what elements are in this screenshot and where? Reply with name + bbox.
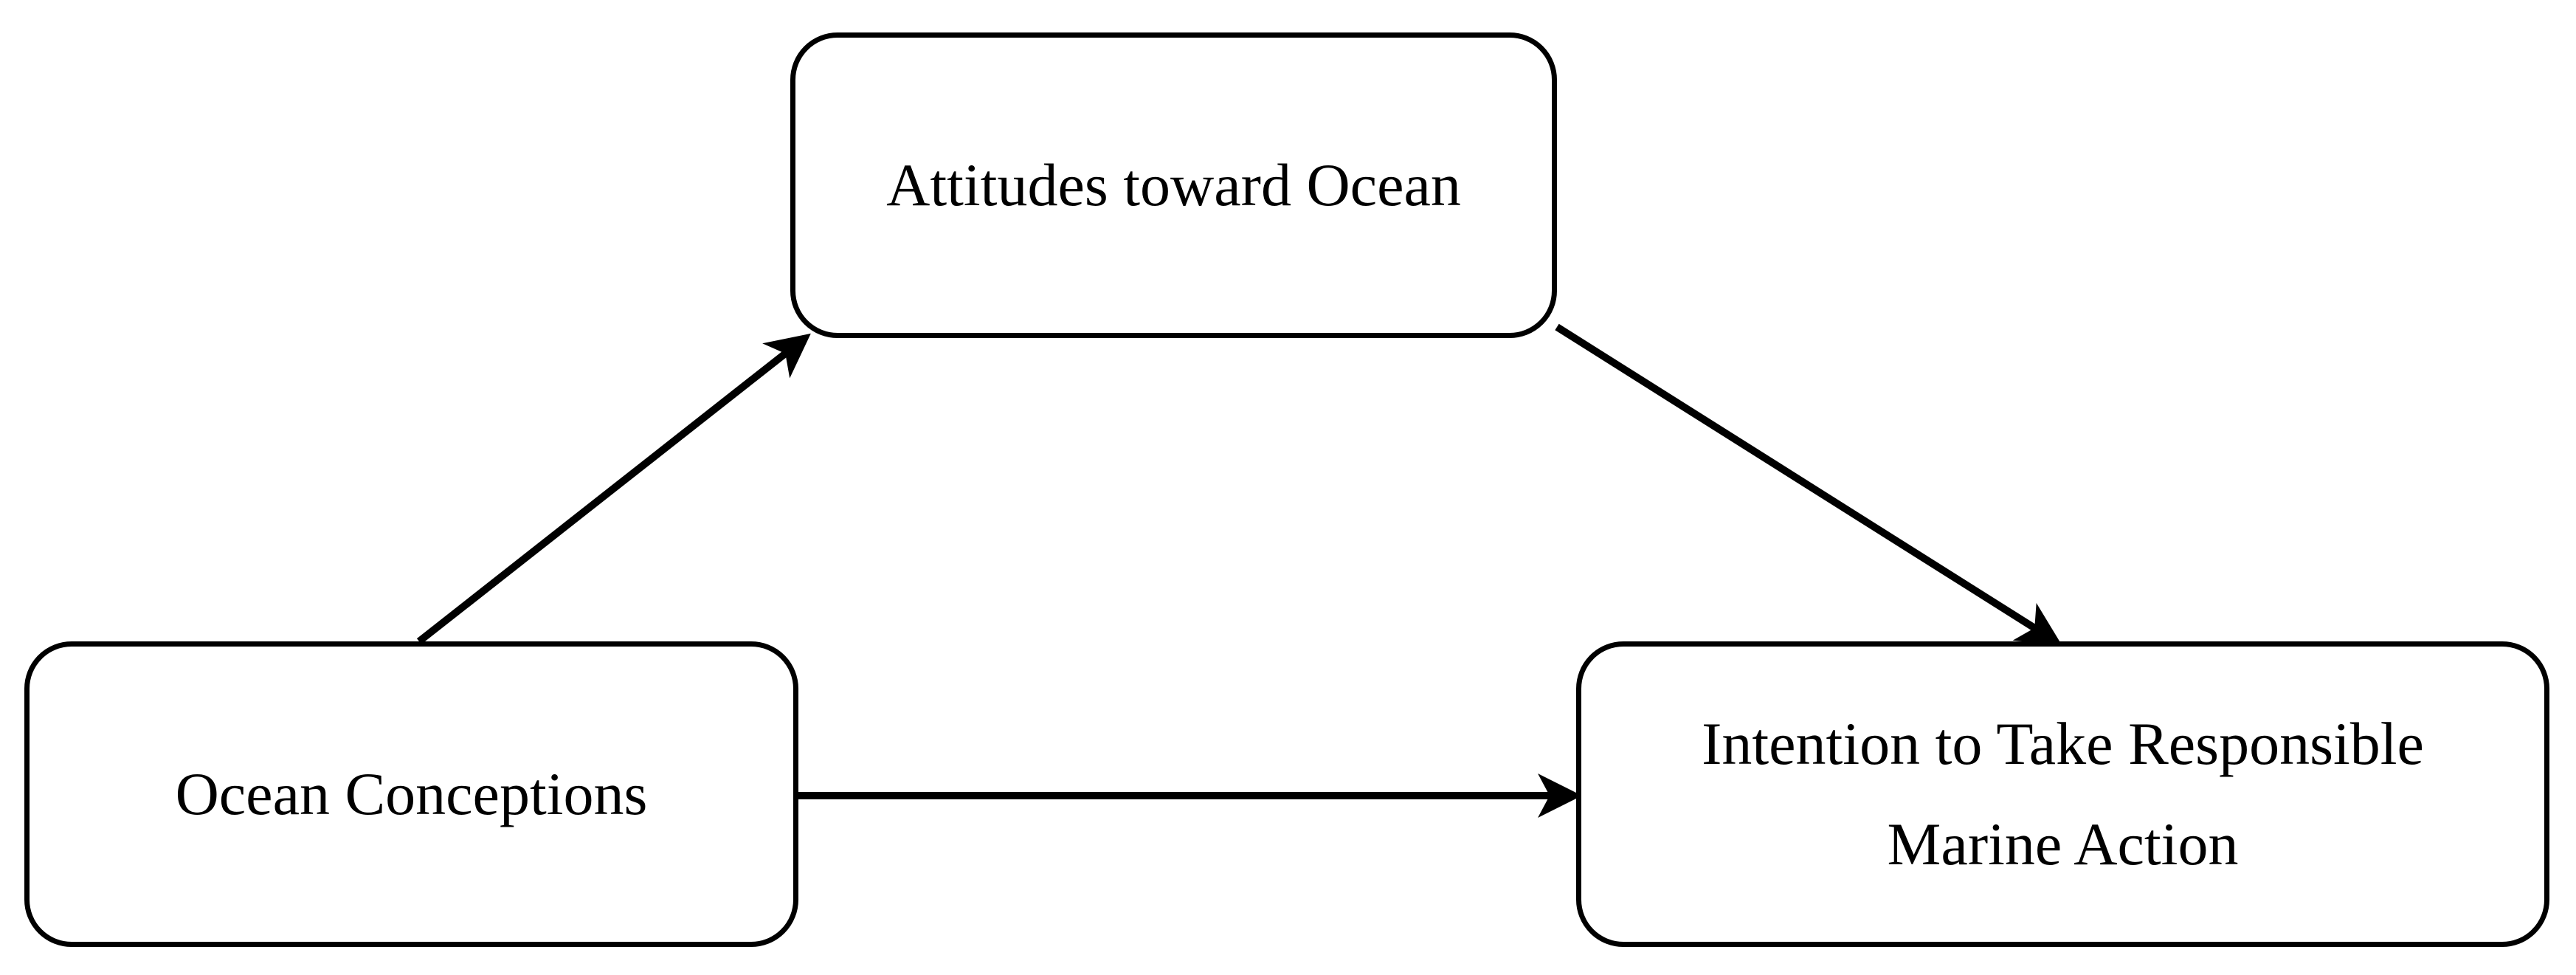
- node-ocean-conceptions: Ocean Conceptions: [24, 641, 798, 947]
- node-intention-responsible-marine-action: Intention to Take Responsible Marine Act…: [1576, 641, 2549, 947]
- arrow-conceptions-to-attitudes: [416, 333, 811, 644]
- node-label-attitudes: Attitudes toward Ocean: [886, 151, 1461, 218]
- arrow-attitudes-to-intention: [1555, 323, 2062, 646]
- node-attitudes-toward-ocean: Attitudes toward Ocean: [790, 32, 1557, 338]
- node-label-intention: Intention to Take Responsible Marine Act…: [1702, 710, 2424, 878]
- node-label-conceptions: Ocean Conceptions: [175, 760, 648, 827]
